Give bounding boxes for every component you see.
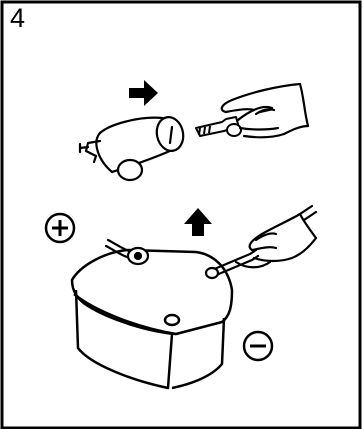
ignition-switch: [80, 115, 186, 180]
minus-circle-icon: [244, 332, 272, 360]
ignition-key: [196, 117, 241, 136]
arrow-up-icon: [184, 208, 212, 236]
arrow-right-icon: [129, 80, 158, 106]
ignition-key-group: [80, 80, 308, 180]
plus-circle-icon: [46, 214, 74, 242]
battery-group: [46, 206, 316, 388]
step-number: 4: [10, 3, 25, 33]
